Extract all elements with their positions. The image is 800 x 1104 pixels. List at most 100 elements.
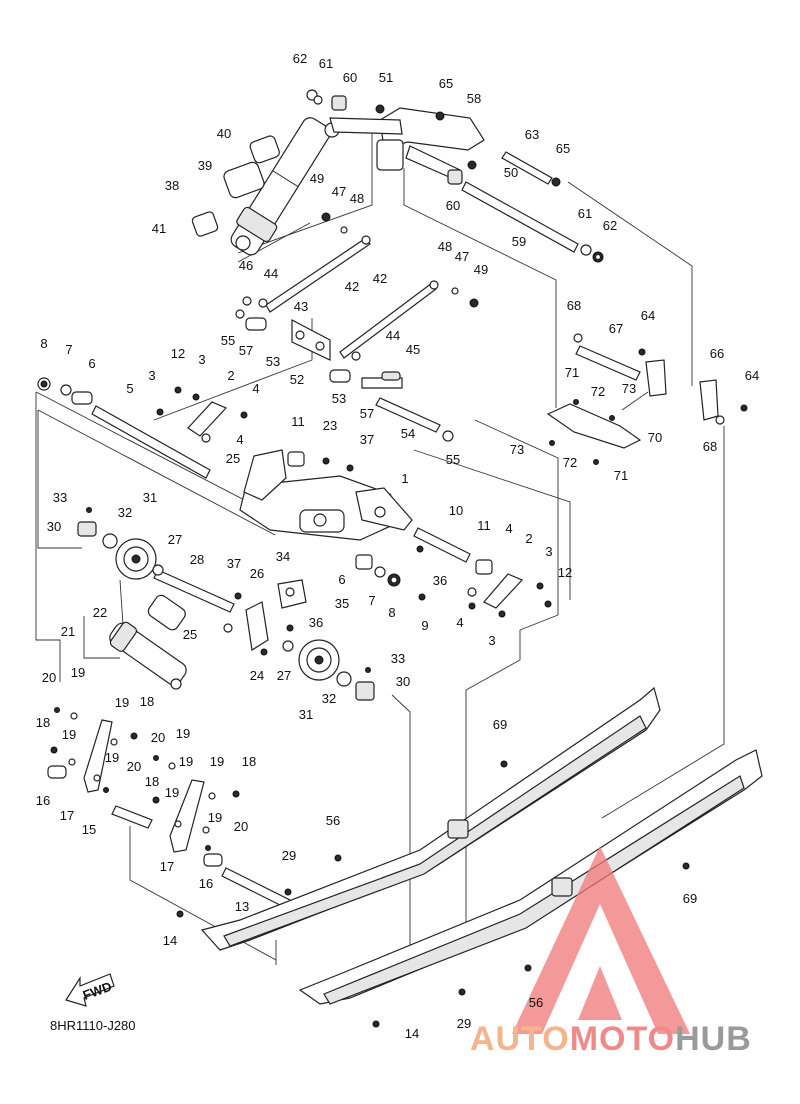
callout-42: 42 [373, 271, 387, 286]
callout-57: 57 [239, 343, 253, 358]
callout-51: 51 [379, 70, 393, 85]
callout-17: 17 [160, 859, 174, 874]
callout-25: 25 [183, 627, 197, 642]
callout-68: 68 [703, 439, 717, 454]
callout-72: 72 [563, 455, 577, 470]
callout-19: 19 [62, 727, 76, 742]
callout-19: 19 [165, 785, 179, 800]
callout-64: 64 [745, 368, 759, 383]
callout-20: 20 [42, 670, 56, 685]
callout-19: 19 [179, 754, 193, 769]
front-shock-absorber [109, 594, 187, 690]
callout-5: 5 [126, 381, 133, 396]
callout-45: 45 [406, 342, 420, 357]
callout-72: 72 [591, 384, 605, 399]
watermark-brand: AUTOMOTOHUB [470, 1020, 752, 1059]
callout-40: 40 [217, 126, 231, 141]
callout-52: 52 [290, 372, 304, 387]
callout-31: 31 [299, 707, 313, 722]
callout-60: 60 [446, 198, 460, 213]
callout-56: 56 [326, 813, 340, 828]
callout-44: 44 [386, 328, 400, 343]
callout-33: 33 [391, 651, 405, 666]
callout-73: 73 [622, 381, 636, 396]
callout-69: 69 [683, 891, 697, 906]
callout-18: 18 [36, 715, 50, 730]
callout-20: 20 [127, 759, 141, 774]
callout-27: 27 [277, 668, 291, 683]
callout-65: 65 [556, 141, 570, 156]
callout-71: 71 [614, 468, 628, 483]
rear-shock-absorber [191, 117, 340, 256]
callout-32: 32 [322, 691, 336, 706]
callout-4: 4 [505, 521, 512, 536]
callout-30: 30 [396, 674, 410, 689]
fwd-label: FWD [81, 979, 114, 1003]
callout-3: 3 [198, 352, 205, 367]
front-arm-assembly [239, 449, 413, 541]
main-shafts [37, 377, 471, 613]
middle-bracket [223, 579, 307, 656]
callout-13: 13 [235, 899, 249, 914]
callout-60: 60 [343, 70, 357, 85]
idler-wheels [77, 507, 375, 701]
callout-9: 9 [421, 618, 428, 633]
callout-20: 20 [151, 730, 165, 745]
callout-46: 46 [239, 258, 253, 273]
shafts-upper [461, 151, 604, 263]
callout-54: 54 [401, 426, 415, 441]
callout-14: 14 [163, 933, 177, 948]
callout-18: 18 [140, 694, 154, 709]
callout-55: 55 [446, 452, 460, 467]
middle-links [235, 296, 454, 442]
brand-part-hub: HUB [675, 1020, 752, 1058]
callout-11: 11 [291, 414, 305, 429]
callout-35: 35 [335, 596, 349, 611]
link-rods [265, 212, 479, 359]
callout-28: 28 [190, 552, 204, 567]
callout-4: 4 [252, 381, 259, 396]
callout-36: 36 [309, 615, 323, 630]
callout-63: 63 [525, 127, 539, 142]
callout-2: 2 [227, 368, 234, 383]
slide-rails [200, 686, 763, 1028]
rear-bracket [546, 333, 748, 465]
callout-73: 73 [510, 442, 524, 457]
callout-56: 56 [529, 995, 543, 1010]
callout-3: 3 [488, 633, 495, 648]
callout-25: 25 [226, 451, 240, 466]
callout-62: 62 [293, 51, 307, 66]
callout-42: 42 [345, 279, 359, 294]
callout-11: 11 [477, 518, 491, 533]
callout-14: 14 [405, 1026, 419, 1041]
callout-29: 29 [282, 848, 296, 863]
callout-62: 62 [603, 218, 617, 233]
callout-59: 59 [512, 234, 526, 249]
callout-10: 10 [449, 503, 463, 518]
callout-61: 61 [319, 56, 333, 71]
callout-43: 43 [294, 299, 308, 314]
callout-3: 3 [545, 544, 552, 559]
callout-19: 19 [71, 665, 85, 680]
callout-19: 19 [210, 754, 224, 769]
callout-19: 19 [115, 695, 129, 710]
callout-61: 61 [578, 206, 592, 221]
callout-48: 48 [350, 191, 364, 206]
callout-6: 6 [88, 356, 95, 371]
callout-37: 37 [227, 556, 241, 571]
callout-69: 69 [493, 717, 507, 732]
callout-66: 66 [710, 346, 724, 361]
callout-8: 8 [388, 605, 395, 620]
callout-6: 6 [338, 572, 345, 587]
callout-67: 67 [609, 321, 623, 336]
callout-58: 58 [467, 91, 481, 106]
callout-44: 44 [264, 266, 278, 281]
callout-12: 12 [558, 565, 572, 580]
callout-29: 29 [457, 1016, 471, 1031]
callout-22: 22 [93, 605, 107, 620]
callout-38: 38 [165, 178, 179, 193]
callout-32: 32 [118, 505, 132, 520]
front-hanger-parts [47, 707, 295, 918]
callout-36: 36 [433, 573, 447, 588]
